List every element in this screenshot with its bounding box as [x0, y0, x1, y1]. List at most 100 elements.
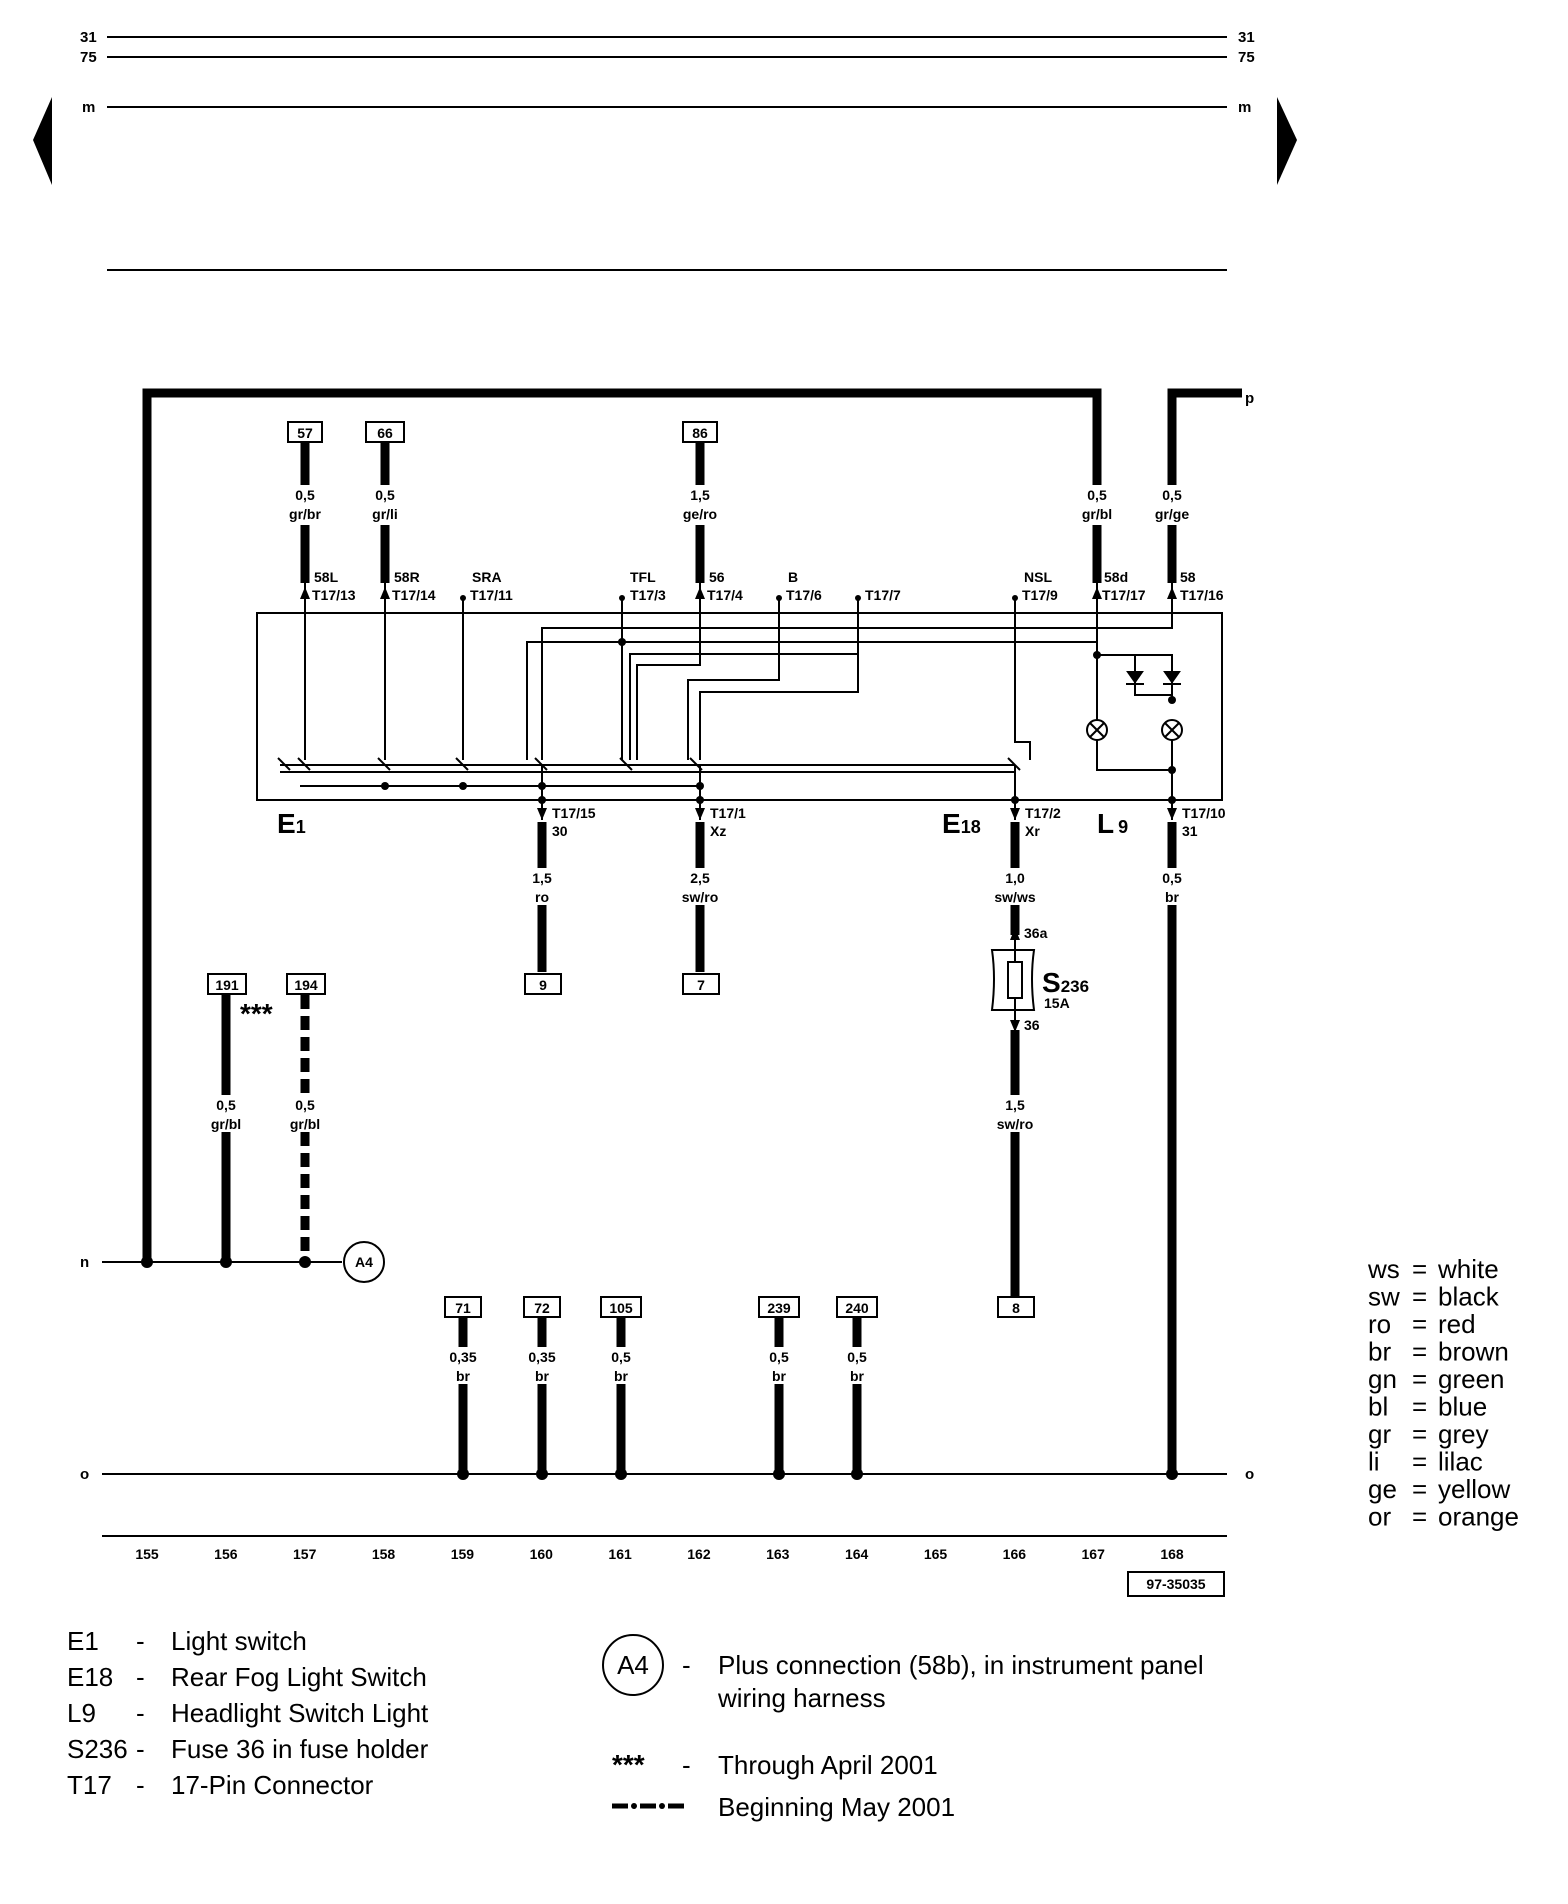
wire-240-size: 0,5 — [847, 1349, 867, 1365]
junction-dots — [141, 1256, 1178, 1480]
color-key-equals: = — [1412, 1254, 1427, 1284]
wire-72-number: 72 — [534, 1300, 550, 1316]
legend-code: E18 — [67, 1662, 113, 1692]
pin-t17-17-label: T17/17 — [1102, 587, 1146, 603]
page-next-arrow-icon[interactable] — [1277, 97, 1297, 185]
wire-71-number: 71 — [455, 1300, 471, 1316]
wire-239-size: 0,5 — [769, 1349, 789, 1365]
fuse-in-label: 36a — [1024, 925, 1048, 941]
pin-t17-3-label: T17/3 — [630, 587, 666, 603]
wire-7-number: 7 — [697, 977, 705, 993]
stars-marker: *** — [240, 998, 273, 1029]
color-key-name: blue — [1438, 1392, 1487, 1422]
legend-stars-dash: - — [682, 1750, 691, 1780]
color-key-name: green — [1438, 1364, 1505, 1394]
wire-167-size: 0,5 — [1087, 487, 1107, 503]
color-key-name: white — [1437, 1254, 1499, 1284]
legend-code: S236 — [67, 1734, 128, 1764]
pin-xz-label: Xz — [710, 823, 726, 839]
color-key-code: or — [1368, 1502, 1391, 1532]
wire-30-color: ro — [535, 889, 549, 905]
color-key-name: red — [1438, 1309, 1476, 1339]
legend-a4-dash: - — [682, 1650, 691, 1680]
grid-number: 160 — [530, 1546, 554, 1562]
wire-168-size: 0,5 — [1162, 487, 1182, 503]
fuse-out-label: 36 — [1024, 1017, 1040, 1033]
color-key-equals: = — [1412, 1364, 1427, 1394]
wire-240-number: 240 — [845, 1300, 869, 1316]
grid-number: 168 — [1160, 1546, 1184, 1562]
pin-t17-16-label: T17/16 — [1180, 587, 1224, 603]
diode-icon — [1126, 671, 1181, 685]
rail-75-right: 75 — [1238, 49, 1255, 66]
legend-a4-line2: wiring harness — [717, 1683, 886, 1713]
color-key-name: orange — [1438, 1502, 1519, 1532]
wire-66-size: 0,5 — [375, 487, 395, 503]
pin-nsl-label: NSL — [1024, 569, 1052, 585]
wire-71-color: br — [456, 1368, 471, 1384]
legend-stars-code: *** — [612, 1749, 645, 1780]
legend-a4-code: A4 — [617, 1650, 649, 1680]
color-key-code: gr — [1368, 1419, 1391, 1449]
color-key-code: bl — [1368, 1392, 1388, 1422]
wire-57-number: 57 — [297, 425, 313, 441]
grid-number: 163 — [766, 1546, 790, 1562]
pin-t17-4-label: T17/4 — [707, 587, 743, 603]
rail-m-left: m — [82, 99, 95, 116]
color-key-code: ge — [1368, 1474, 1397, 1504]
ref-code: 97-35035 — [1146, 1576, 1205, 1592]
legend-desc: Fuse 36 in fuse holder — [171, 1734, 429, 1764]
legend-code: L9 — [67, 1698, 96, 1728]
color-key-equals: = — [1412, 1419, 1427, 1449]
top-rails — [107, 36, 1227, 271]
pin-t17-11-label: T17/11 — [470, 587, 513, 603]
wire-105-color: br — [614, 1368, 629, 1384]
pin-tfl-label: TFL — [630, 569, 656, 585]
legend-dash: - — [136, 1734, 145, 1764]
page-prev-arrow-icon[interactable] — [33, 97, 52, 185]
rail-o-right: o — [1245, 1466, 1254, 1483]
color-key-code: ws — [1367, 1254, 1400, 1284]
rail-m-right: m — [1238, 99, 1251, 116]
legend-desc: Rear Fog Light Switch — [171, 1662, 427, 1692]
fuse-s236-icon — [990, 928, 1036, 1032]
grid-number: 158 — [372, 1546, 396, 1562]
legend-desc: Headlight Switch Light — [171, 1698, 429, 1728]
bulb-icon — [1086, 719, 1183, 741]
pin-t17-14-label: T17/14 — [392, 587, 436, 603]
color-key-name: brown — [1438, 1337, 1509, 1367]
color-key-equals: = — [1412, 1502, 1427, 1532]
wire-86-size: 1,5 — [690, 487, 710, 503]
legend-desc: Light switch — [171, 1626, 307, 1656]
wire-31-size: 0,5 — [1162, 870, 1182, 886]
wire-labels: 0,5 gr/br 0,5 gr/li 1,5 ge/ro 0,5 gr/bl … — [211, 487, 1189, 1384]
legend-dash: - — [136, 1662, 145, 1692]
wire-86-color: ge/ro — [683, 506, 717, 522]
pin-58-label: 58 — [1180, 569, 1196, 585]
pin-arrows-bottom — [537, 808, 1177, 820]
wire-239-number: 239 — [767, 1300, 791, 1316]
legend-dash-dots — [631, 1803, 665, 1809]
pin-t17-15-label: T17/15 — [552, 805, 596, 821]
wire-66-number: 66 — [377, 425, 393, 441]
switch-contacts-icon — [277, 757, 1021, 771]
rail-n-label: n — [80, 1254, 89, 1271]
wire-167-color: gr/bl — [1082, 506, 1112, 522]
legend-a4-line1: Plus connection (58b), in instrument pan… — [718, 1650, 1204, 1680]
a4-label: A4 — [355, 1254, 373, 1270]
wire-194-size: 0,5 — [295, 1097, 315, 1113]
pin-t17-9-label: T17/9 — [1022, 587, 1058, 603]
color-key-equals: = — [1412, 1282, 1427, 1312]
a4-connection-icon — [343, 1241, 385, 1283]
s236-designator: S236 — [1042, 967, 1089, 998]
wire-xr-color: sw/ws — [994, 889, 1035, 905]
e18-designator: E18 — [942, 808, 981, 839]
wire-105-number: 105 — [609, 1300, 633, 1316]
wire-boxes — [207, 421, 1035, 1318]
legend-code: E1 — [67, 1626, 99, 1656]
legend-dash: - — [136, 1626, 145, 1656]
ref-code-box — [1127, 1571, 1225, 1597]
legend-dash: - — [136, 1770, 145, 1800]
